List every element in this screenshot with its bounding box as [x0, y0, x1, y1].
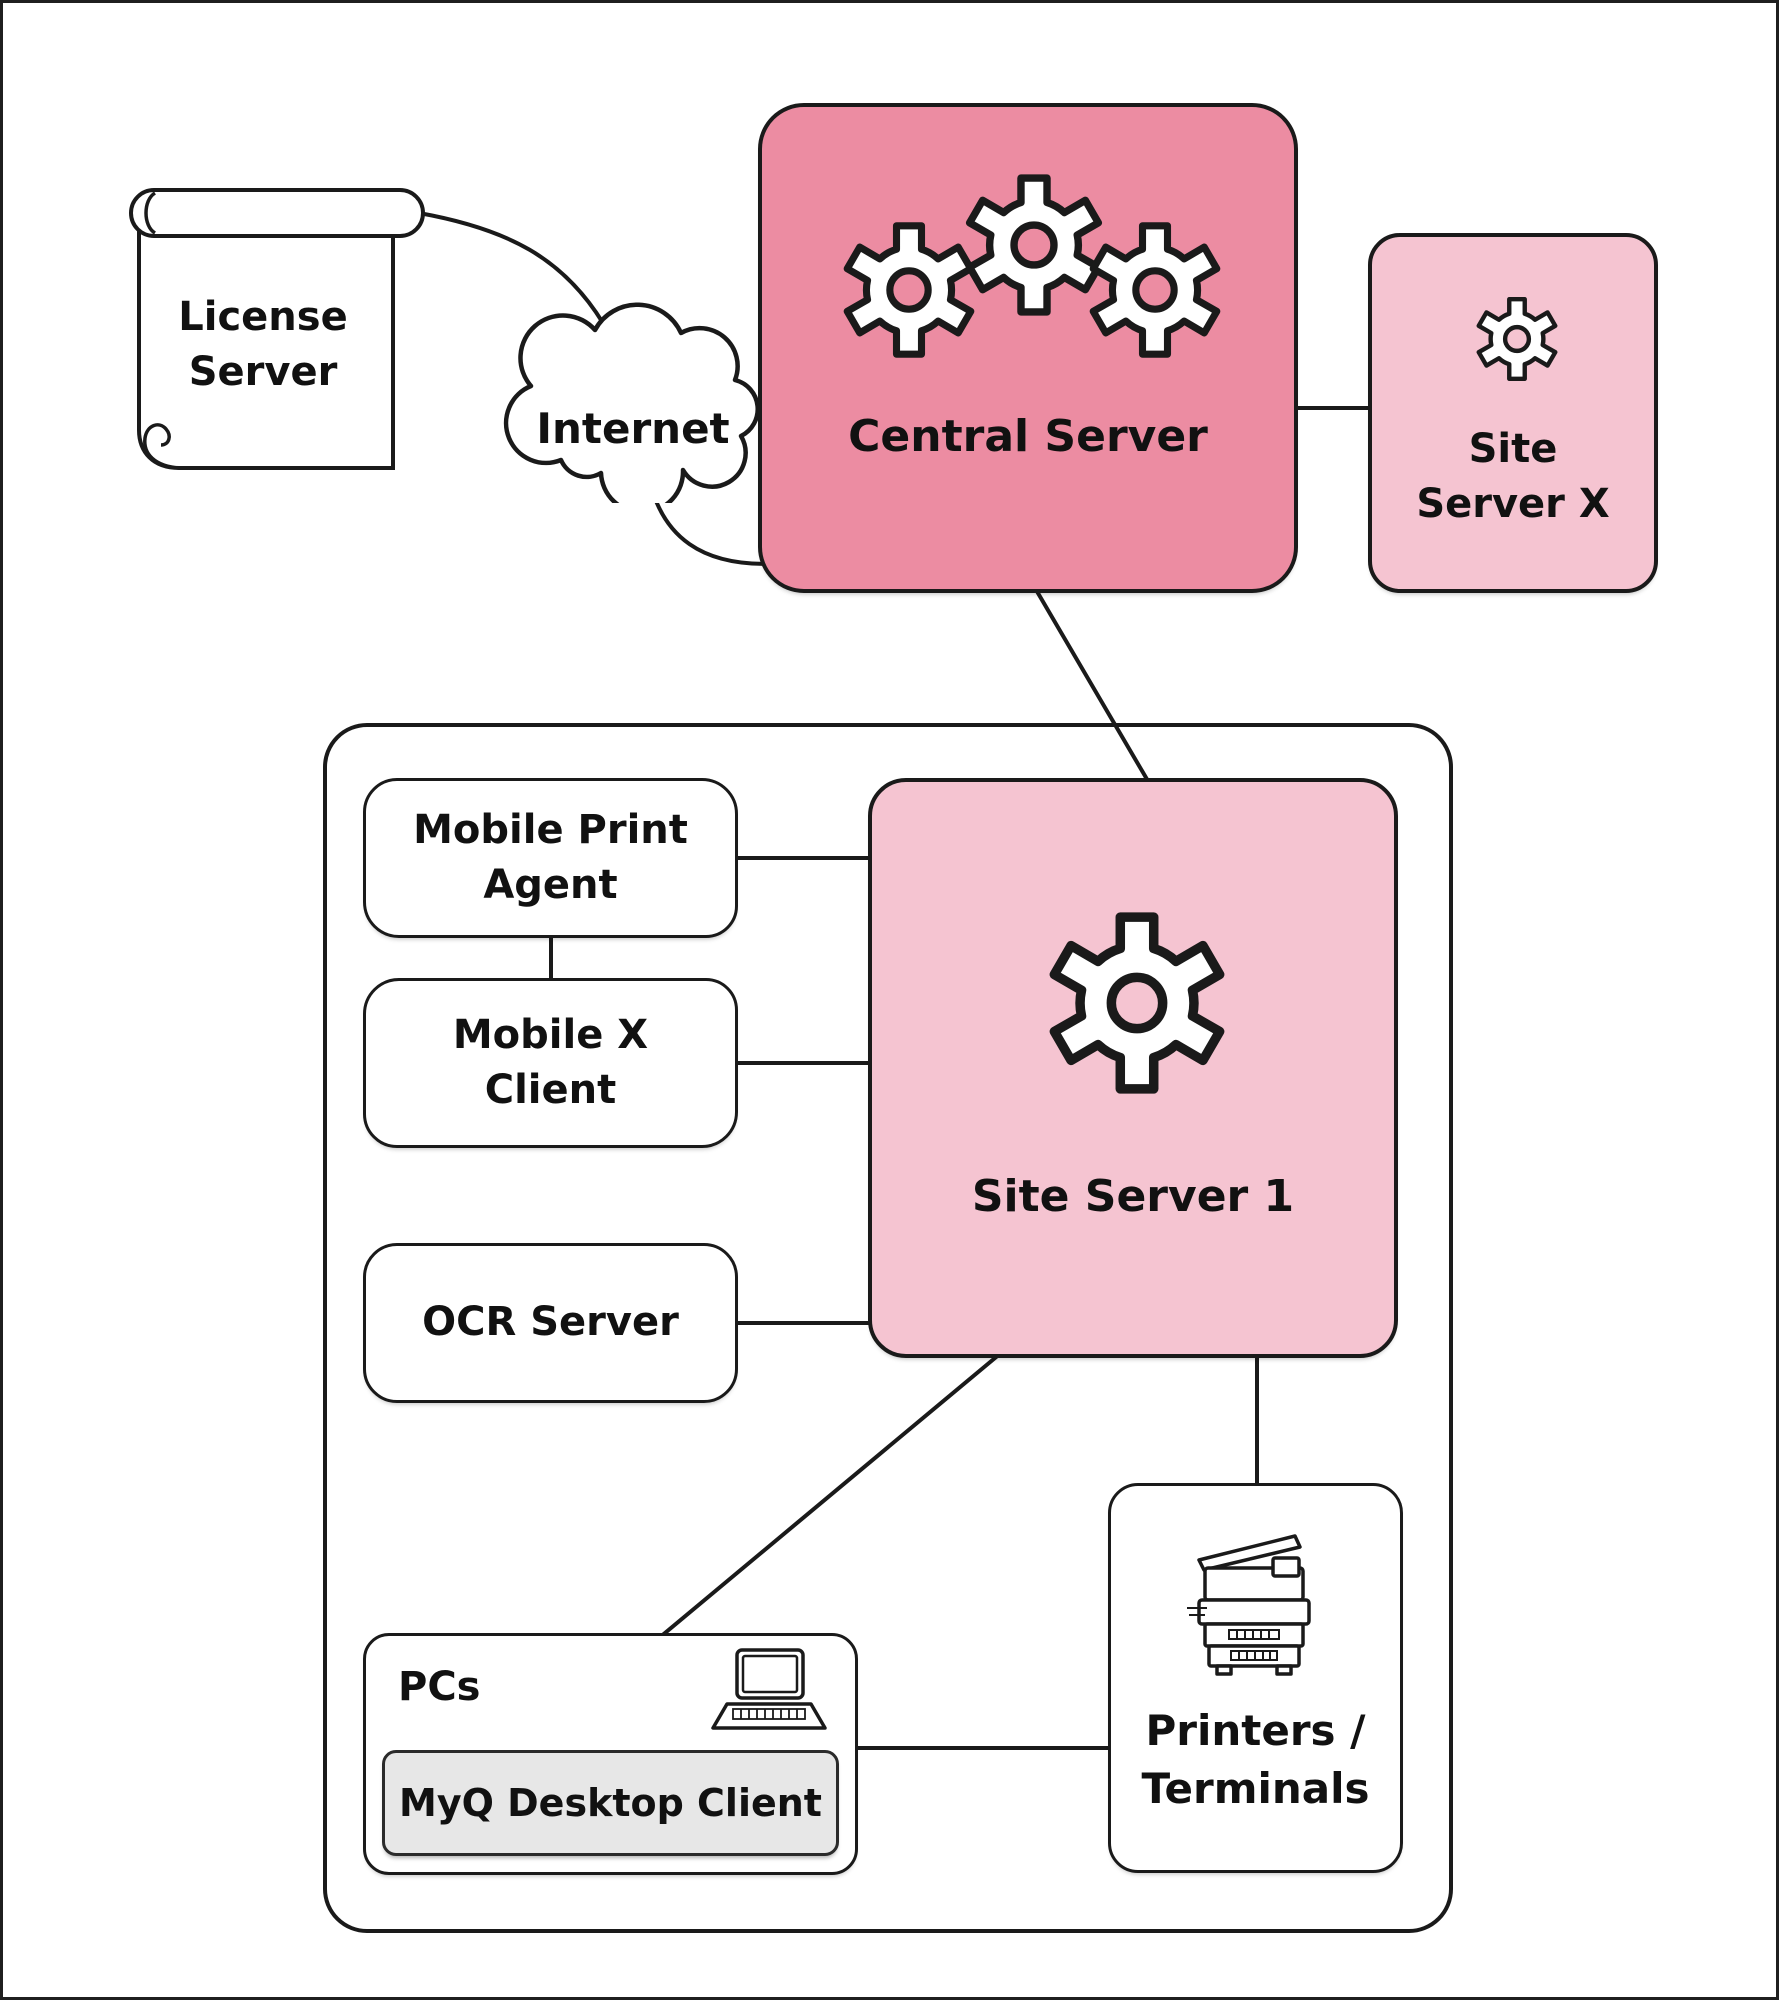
- gear-icon: [1084, 219, 1226, 361]
- internet-label: Internet: [536, 404, 730, 453]
- printers-terminals-label: Printers / Terminals: [1141, 1706, 1370, 1813]
- node-site-server-x: Site Server X: [1368, 233, 1658, 593]
- gear-icon: [1042, 908, 1232, 1098]
- site-server-x-label: Site Server X: [1416, 426, 1610, 528]
- central-server-label: Central Server: [848, 411, 1208, 462]
- myq-desktop-client: MyQ Desktop Client: [382, 1750, 839, 1856]
- pcs-label: PCs: [398, 1664, 481, 1710]
- node-central-server: Central Server: [758, 103, 1298, 593]
- license-server-label: License Server: [178, 294, 348, 396]
- node-pcs: PCs MyQ Desktop Client: [363, 1633, 858, 1875]
- node-site-server-1: Site Server 1: [868, 778, 1398, 1358]
- site-server-1-label: Site Server 1: [971, 1171, 1295, 1222]
- edge-central-to-site-1: [1033, 586, 1157, 795]
- printer-icon: [1186, 1534, 1311, 1676]
- mobile-x-client-label: Mobile X Client: [452, 1011, 649, 1113]
- myq-desktop-client-label: MyQ Desktop Client: [399, 1780, 822, 1825]
- node-ocr-server: OCR Server: [363, 1243, 738, 1403]
- gear-icon: [1473, 295, 1561, 383]
- ocr-server-label: OCR Server: [422, 1299, 679, 1346]
- node-mobile-print-agent: Mobile Print Agent: [363, 778, 738, 938]
- laptop-icon: [711, 1648, 827, 1730]
- node-mobile-x-client: Mobile X Client: [363, 978, 738, 1148]
- edge-license-to-internet: [417, 211, 605, 325]
- scroll-icon: [129, 188, 425, 470]
- node-internet: Internet: [503, 288, 763, 503]
- node-license-server: License Server: [93, 178, 433, 508]
- cloud-icon: [503, 302, 760, 503]
- node-printers-terminals: Printers / Terminals: [1108, 1483, 1403, 1873]
- gear-icon: [838, 219, 980, 361]
- mobile-print-agent-label: Mobile Print Agent: [413, 806, 688, 908]
